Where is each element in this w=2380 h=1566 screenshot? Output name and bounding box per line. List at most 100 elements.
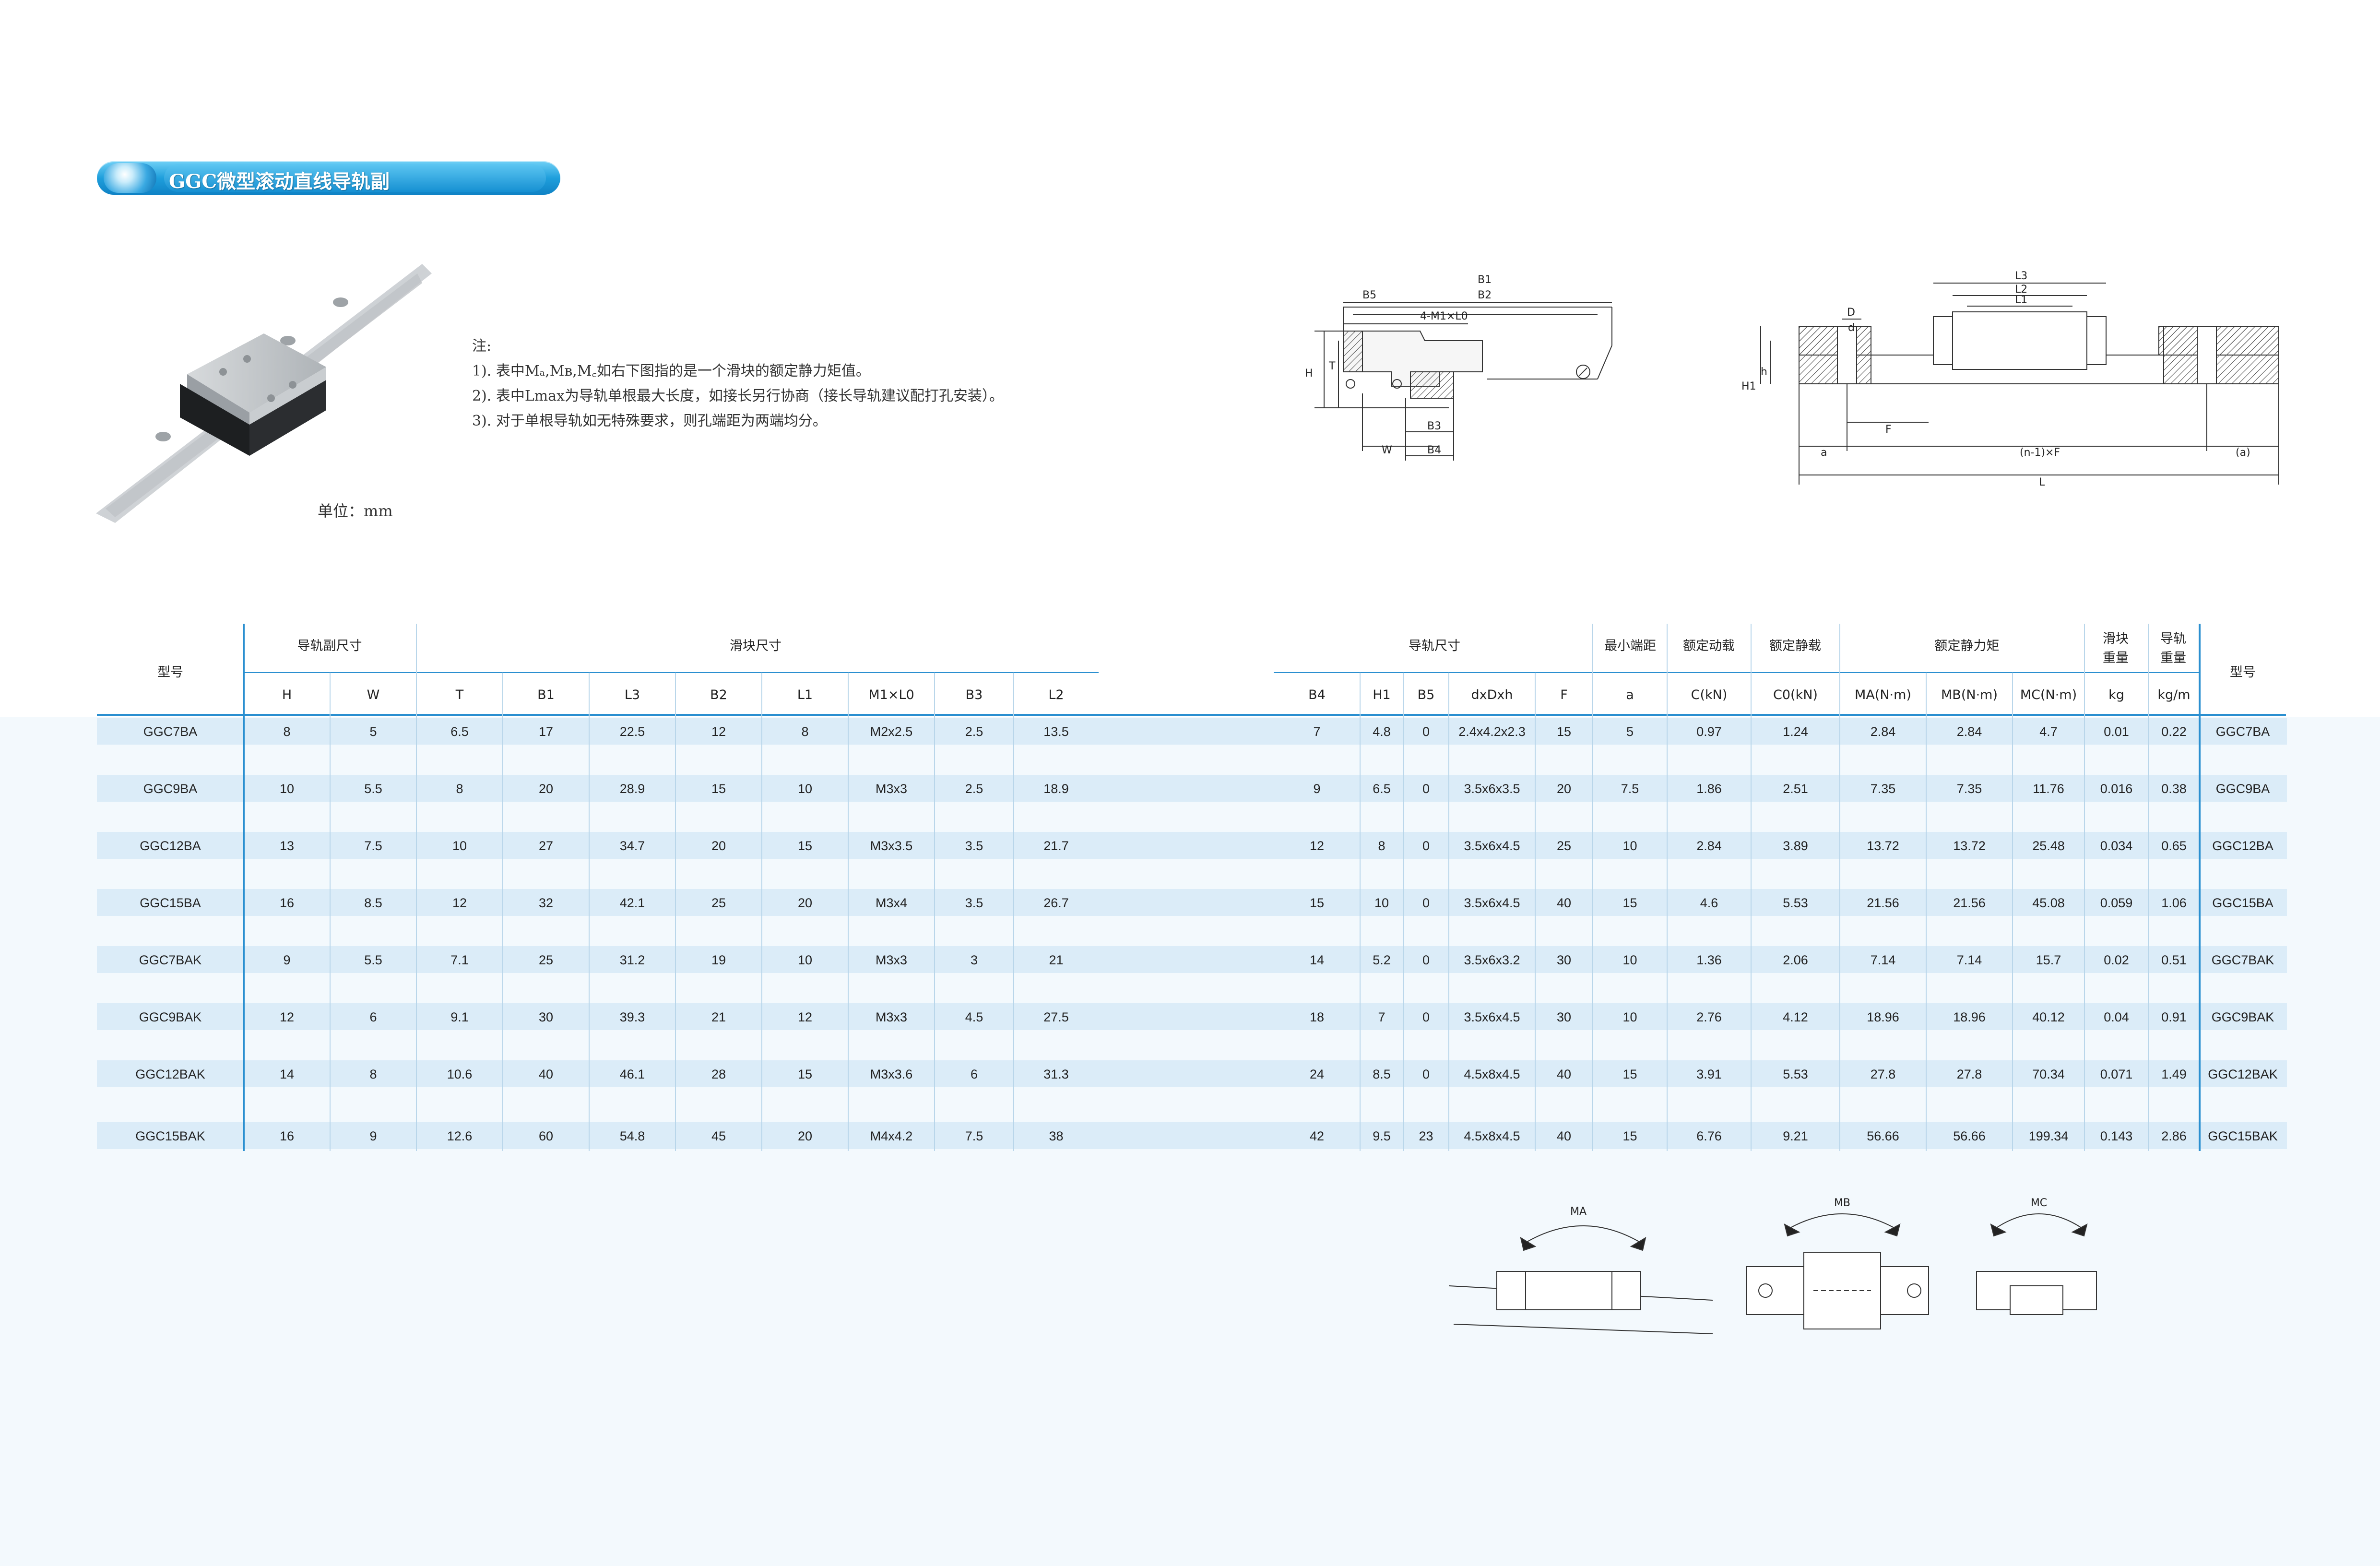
table-row-band — [97, 1060, 2287, 1087]
table-cell: 3.91 — [1696, 1067, 1722, 1081]
table-cell: 3.5x6x3.5 — [1464, 782, 1520, 796]
dim-label: B2 — [1478, 289, 1492, 301]
rail-hole-2 — [280, 336, 296, 345]
table-cell: 10 — [1622, 953, 1637, 967]
table-cell: 28.9 — [620, 782, 645, 796]
table-cell: 24 — [1310, 1067, 1324, 1081]
table-cell: 27.8 — [1957, 1067, 1982, 1081]
section-title-banner: GGC微型滚动直线导轨副 — [97, 161, 560, 195]
table-cell: 0 — [1422, 953, 1430, 967]
table-cell: 21.56 — [1953, 896, 1986, 910]
model-cell: GGC15BAK — [2208, 1129, 2278, 1143]
table-cell: 2.06 — [1783, 953, 1808, 967]
table-cell: M3x3.5 — [870, 839, 913, 853]
table-cell: 4.5 — [965, 1010, 983, 1024]
table-cell: 56.66 — [1867, 1129, 1899, 1143]
table-cell: 1.49 — [2161, 1067, 2187, 1081]
table-cell: 6 — [369, 1010, 377, 1024]
table-cell: 38 — [1049, 1129, 1063, 1143]
table-cell: 6.76 — [1696, 1129, 1722, 1143]
moment-label-mb: MB — [1834, 1197, 1850, 1209]
table-cell: 199.34 — [2029, 1129, 2069, 1143]
table-cell: 8 — [1378, 839, 1385, 853]
table-cell: 7.5 — [965, 1129, 983, 1143]
table-cell: 8 — [456, 782, 463, 796]
group-header-rail-weight-2: 重量 — [2160, 651, 2186, 665]
table-cell: 18.96 — [1953, 1010, 1986, 1024]
table-cell: M3x3 — [876, 782, 907, 796]
table-cell: 23 — [1419, 1129, 1433, 1143]
table-cell: 14 — [1310, 953, 1324, 967]
table-cell: 2.76 — [1696, 1010, 1722, 1024]
table-cell: M3x4 — [876, 896, 907, 910]
table-cell: 5 — [1626, 724, 1634, 739]
table-cell: 0.97 — [1696, 724, 1722, 739]
table-cell: 45.08 — [2032, 896, 2065, 910]
col-header: B3 — [966, 688, 983, 702]
dim-label: a — [1821, 447, 1827, 459]
rail-hole-1 — [333, 297, 348, 307]
table-cell: 5 — [369, 724, 377, 739]
table-cell: 70.34 — [2032, 1067, 2065, 1081]
model-cell: GGC9BA — [2216, 782, 2270, 796]
model-cell: GGC15BA — [2212, 896, 2273, 910]
table-row-band — [97, 832, 2287, 859]
table-cell: 5.2 — [1373, 953, 1391, 967]
col-header-model-right: 型号 — [2230, 665, 2256, 680]
table-cell: 9.21 — [1783, 1129, 1808, 1143]
table-cell: 40 — [1557, 896, 1571, 910]
table-cell: 3.5x6x4.5 — [1464, 839, 1520, 853]
model-cell: GGC15BAK — [135, 1129, 205, 1143]
table-cell: 21.56 — [1867, 896, 1899, 910]
spec-table: 型号 导轨副尺寸 滑块尺寸 导轨尺寸 最小端距 额定动载 额定静载 额定静力矩 … — [97, 624, 2287, 1151]
table-cell: 39.3 — [620, 1010, 645, 1024]
table-cell: 3.5x6x4.5 — [1464, 896, 1520, 910]
table-cell: 12 — [798, 1010, 812, 1024]
table-cell: 3 — [971, 953, 978, 967]
table-cell: 12 — [452, 896, 467, 910]
table-cell: 10 — [798, 782, 812, 796]
table-cell: 27 — [539, 839, 553, 853]
table-cell: 2.5 — [965, 782, 983, 796]
table-cell: 3.5 — [965, 896, 983, 910]
note-line-2: 2). 表中Lmax为导轨单根最大长度，如接长另行协商（接长导轨建议配打孔安装）… — [472, 388, 1004, 404]
dim-label: W — [1382, 444, 1392, 456]
table-cell: 0.04 — [2104, 1010, 2129, 1024]
table-cell: 15 — [798, 1067, 812, 1081]
model-cell: GGC7BAK — [2212, 953, 2274, 967]
table-cell: 12 — [280, 1010, 294, 1024]
group-headers: 型号 导轨副尺寸 滑块尺寸 导轨尺寸 最小端距 额定动载 额定静载 额定静力矩 … — [157, 631, 2256, 680]
model-cell: GGC7BA — [143, 724, 198, 739]
table-cell: 15 — [1622, 1129, 1637, 1143]
group-header-static-moment: 额定静力矩 — [1935, 639, 2000, 653]
table-cell: 30 — [1557, 1010, 1571, 1024]
model-cell: GGC15BA — [140, 896, 201, 910]
notes-block: 注: 1). 表中Mₐ,Mʙ,M꜀如右下图指的是一个滑块的额定静力矩值。 2).… — [472, 334, 1004, 434]
dim-label: (a) — [2236, 447, 2250, 459]
dim-label: (n-1)×F — [2020, 447, 2060, 459]
table-cell: 4.5x8x4.5 — [1464, 1067, 1520, 1081]
note-line-1: 1). 表中Mₐ,Mʙ,M꜀如右下图指的是一个滑块的额定静力矩值。 — [472, 363, 870, 380]
note-line-3: 3). 对于单根导轨如无特殊要求，则孔端距为两端均分。 — [472, 413, 827, 429]
table-cell: 20 — [1557, 782, 1571, 796]
col-header: M1×L0 — [868, 688, 914, 702]
table-cell: 40.12 — [2032, 1010, 2065, 1024]
col-header: C0(kN) — [1773, 688, 1818, 702]
table-cell: 7.1 — [450, 953, 469, 967]
ma-arrow-icon — [1525, 1225, 1641, 1243]
moment-diagrams: MA MB MC — [1448, 1197, 2097, 1334]
col-header: kg/m — [2157, 688, 2190, 702]
table-cell: 14 — [280, 1067, 294, 1081]
table-cell: 15 — [1622, 896, 1637, 910]
model-cell: GGC12BAK — [135, 1067, 205, 1081]
model-cell: GGC12BA — [140, 839, 201, 853]
dim-label: B3 — [1427, 420, 1441, 432]
table-cell: 2.4x4.2x2.3 — [1458, 724, 1526, 739]
table-row-band — [97, 946, 2287, 973]
dim-label: h — [1761, 366, 1767, 378]
table-cell: 8.5 — [1373, 1067, 1391, 1081]
table-cell: 40 — [1557, 1129, 1571, 1143]
table-cell: 10 — [1374, 896, 1389, 910]
table-cell: 20 — [539, 782, 553, 796]
